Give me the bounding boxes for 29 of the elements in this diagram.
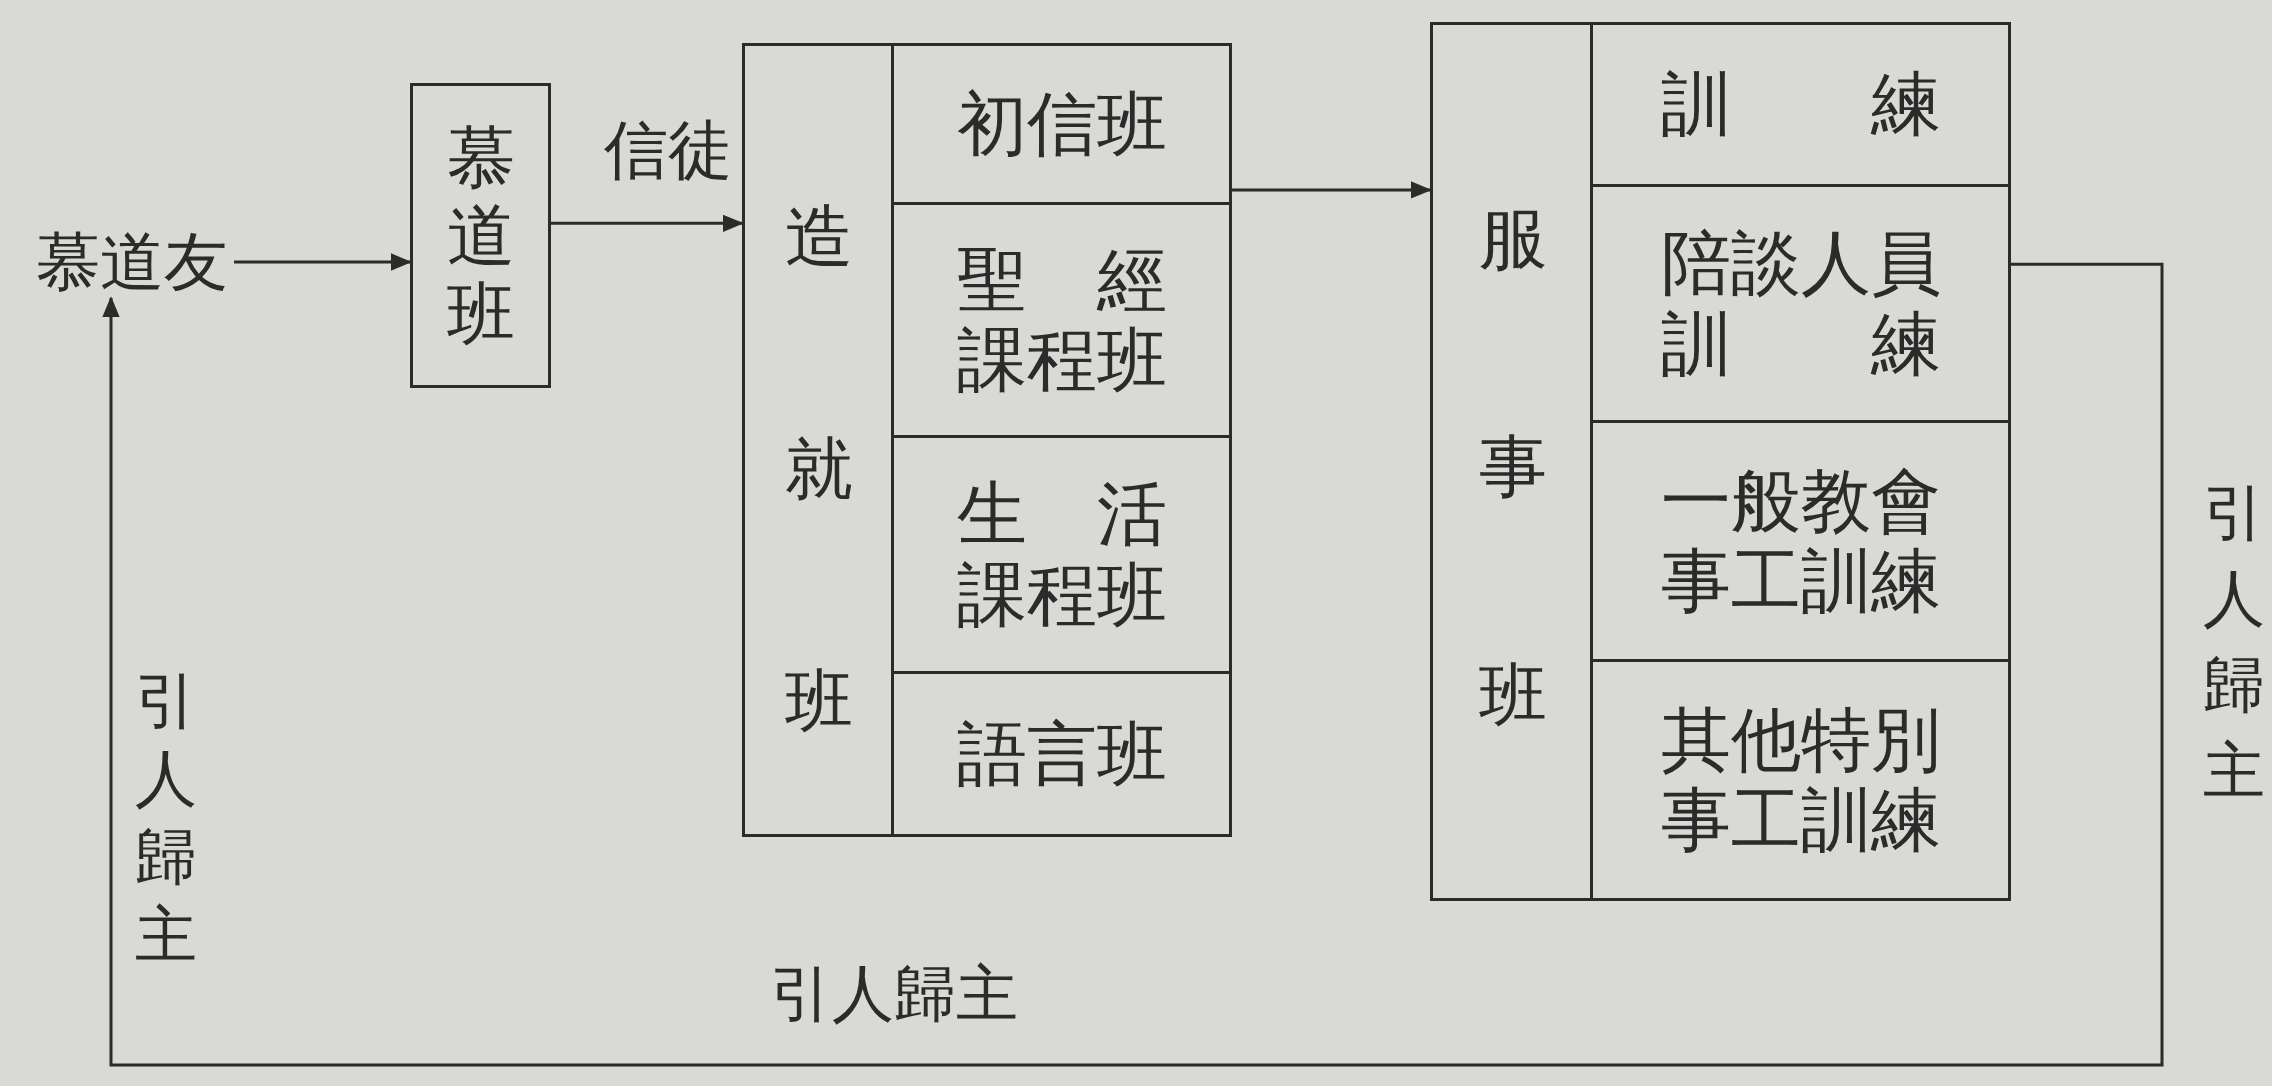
class-cell <box>1590 184 2008 420</box>
class-cell <box>1590 420 2008 659</box>
cell-label: 聖經課程班 <box>956 239 1167 401</box>
class-cell <box>891 671 1229 834</box>
cell-label: 語言班 <box>956 713 1167 795</box>
cell-label: 訓練 <box>1660 64 1941 145</box>
class-cell <box>891 202 1229 435</box>
cell-label: 陪談人員訓練 <box>1660 223 1941 384</box>
arrow <box>551 214 744 233</box>
note-label: 引人歸主 <box>770 962 1018 1026</box>
cell-label: 其他特別事工訓練 <box>1660 699 1941 861</box>
group-box <box>1430 22 2011 901</box>
edge-label: 信徒 <box>604 118 732 182</box>
node-label: 慕道友 <box>29 226 234 298</box>
cell-label: 一般教會事工訓練 <box>1660 460 1941 622</box>
group-label: 造就班 <box>785 196 853 742</box>
note-label: 引人歸主 <box>2203 475 2265 809</box>
box-label: 慕道班 <box>446 118 515 353</box>
class-cell <box>891 435 1229 671</box>
arrow <box>234 253 412 271</box>
cell-label: 生活課程班 <box>956 474 1167 635</box>
group-box <box>742 43 1232 837</box>
note-label: 引人歸主 <box>135 663 197 973</box>
class-box <box>410 83 551 388</box>
arrow <box>1232 181 1432 199</box>
class-cell <box>1590 659 2008 898</box>
arrow <box>102 262 2164 1067</box>
group-label: 服事班 <box>1479 198 1547 736</box>
cell-label: 初信班 <box>956 83 1167 165</box>
